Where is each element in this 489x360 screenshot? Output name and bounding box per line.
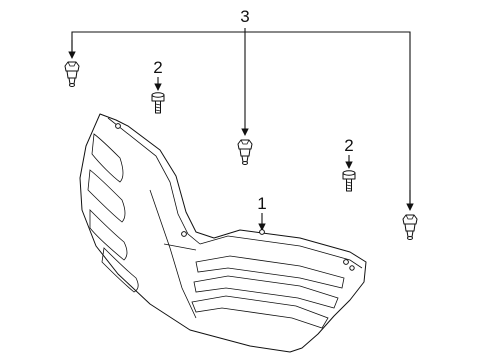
callout-2-right-label: 2: [344, 136, 353, 155]
callout-bolt-left: 2: [153, 58, 163, 91]
bolt-left: [151, 92, 165, 114]
clip-right: [402, 214, 418, 240]
clip-left: [64, 61, 80, 87]
callout-clips: 3: [68, 7, 414, 211]
callout-1-label: 1: [257, 194, 266, 213]
callout-grille: 1: [257, 194, 267, 231]
bolt-right: [342, 170, 356, 192]
clip-center: [237, 139, 253, 165]
callout-2-left-label: 2: [153, 58, 162, 77]
callout-bolt-right: 2: [344, 136, 354, 169]
grille: [79, 113, 367, 353]
callout-3-label: 3: [240, 7, 249, 26]
